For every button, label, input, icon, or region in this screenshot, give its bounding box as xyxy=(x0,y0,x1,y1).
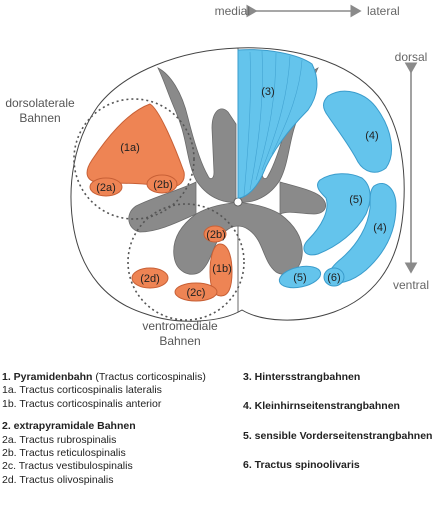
label-1b: (1b) xyxy=(212,263,232,275)
tract-5-lower xyxy=(278,265,322,289)
legend-right: 3. Hintersstrangbahnen 4. Kleinhirnseite… xyxy=(243,371,432,473)
legend-item-2b: 2b. Tractus reticulospinalis xyxy=(2,447,126,460)
label-2c: (2c) xyxy=(187,287,206,299)
central-canal xyxy=(233,197,243,207)
legend-spacer xyxy=(243,414,432,430)
legend-left: 1. Pyramidenbahn (Tractus corticospinali… xyxy=(2,371,206,487)
dorsolateral-label-line2: Bahnen xyxy=(19,111,60,125)
tract-1a-corticospinalis-lateralis xyxy=(86,103,185,188)
gray-matter-left-horn xyxy=(128,181,197,233)
legend-group-1-title: 1. Pyramidenbahn (Tractus corticospinali… xyxy=(2,371,206,383)
legend-spacer xyxy=(2,411,206,420)
dorsal-label: dorsal xyxy=(395,50,428,64)
tract-2c-vestibulospinalis xyxy=(174,282,218,302)
label-2b-lower: (2b) xyxy=(206,229,226,241)
legend-item-2d: 2d. Tractus olivospinalis xyxy=(2,473,114,486)
legend-item-4: 4. Kleinhirnseitenstrangbahnen xyxy=(243,400,400,413)
tract-5-middle xyxy=(303,173,371,256)
lateral-label: lateral xyxy=(367,4,400,18)
legend-item-6: 6. Tractus spinoolivaris xyxy=(243,459,360,472)
tract-2a-rubrospinalis xyxy=(89,177,123,197)
spinal-cord-cross-section-diagram: medial lateral dorsal ventral xyxy=(5,4,429,348)
tract-1b-corticospinalis-anterior xyxy=(209,243,233,297)
gray-matter-right-horn xyxy=(279,181,327,215)
medial-label: medial xyxy=(215,4,250,18)
legend-item-1b: 1b. Tractus corticospinalis anterior xyxy=(2,397,162,410)
legend-group-2-title: 2. extrapyramidale Bahnen xyxy=(2,420,136,433)
label-4-lower: (4) xyxy=(373,222,386,234)
legend-item-3: 3. Hintersstrangbahnen xyxy=(243,371,361,383)
dorsolateral-region-circle xyxy=(73,98,195,220)
label-4-upper: (4) xyxy=(365,130,378,142)
dorsolateral-label-line1: dorsolaterale xyxy=(5,96,75,110)
tract-2b-upper xyxy=(146,174,178,194)
tract-6 xyxy=(323,267,345,287)
label-5-lower: (5) xyxy=(293,272,306,284)
label-2a: (2a) xyxy=(96,182,116,194)
ventromedial-region-circle xyxy=(127,203,245,321)
tract-3-hinterstrang xyxy=(237,49,318,199)
ventromedial-label-line1: ventromediale xyxy=(142,319,218,333)
legend-item-2a: 2a. Tractus rubrospinalis xyxy=(2,433,117,446)
legend-spacer xyxy=(243,384,432,400)
tract-2b-lower xyxy=(203,225,227,243)
tract-2d-olivospinalis xyxy=(131,267,169,289)
legend-spacer xyxy=(243,443,432,459)
label-1a: (1a) xyxy=(120,142,140,154)
legend-item-1a: 1a. Tractus corticospinalis lateralis xyxy=(2,384,162,397)
label-5-middle: (5) xyxy=(349,194,362,206)
legend-item-5: 5. sensible Vorderseitenstrangbahnen xyxy=(243,429,433,442)
label-6: (6) xyxy=(327,272,340,284)
label-2b-upper: (2b) xyxy=(153,179,173,191)
ventromedial-label-line2: Bahnen xyxy=(159,334,200,348)
legend-item-2c: 2c. Tractus vestibulospinalis xyxy=(2,460,133,473)
tract-4-upper xyxy=(323,90,392,173)
label-3: (3) xyxy=(261,86,274,98)
label-2d: (2d) xyxy=(140,273,160,285)
ventral-label: ventral xyxy=(393,278,429,292)
tract-3-fiber-lines xyxy=(243,50,303,197)
